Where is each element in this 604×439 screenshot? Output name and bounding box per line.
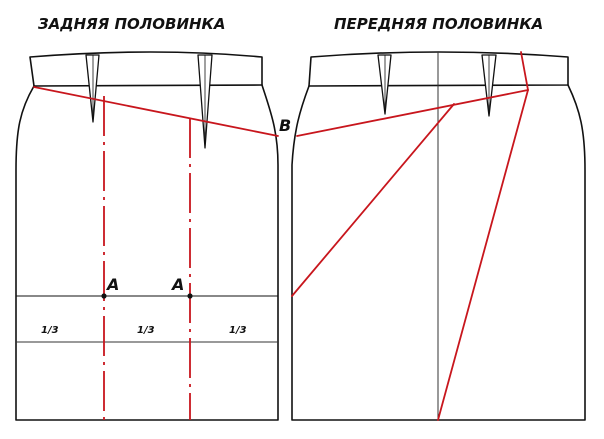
front-upper-short-line <box>520 51 529 91</box>
back-dart-left <box>85 54 100 123</box>
front-half-pattern <box>291 51 586 421</box>
point-b-label: B <box>279 116 291 135</box>
front-waist-to-b-line <box>296 89 529 137</box>
back-slanted-line <box>33 86 279 137</box>
front-dart-left <box>377 54 392 115</box>
point-a-left-marker <box>101 293 107 299</box>
front-waistband <box>308 51 569 87</box>
back-waistband <box>29 51 263 87</box>
back-half-pattern: A A 1/3 1/3 1/3 <box>15 51 279 421</box>
fraction-label-third: 1/3 <box>229 325 247 336</box>
fraction-label-second: 1/3 <box>137 325 155 336</box>
front-half-title: ПЕРЕДНЯЯ ПОЛОВИНКА <box>334 15 543 33</box>
front-side-diagonal-line <box>291 103 455 297</box>
front-long-diagonal-line <box>437 89 529 421</box>
point-a-right-marker <box>187 293 193 299</box>
back-skirt-outline <box>15 84 279 421</box>
point-a-right-label: A <box>170 275 184 294</box>
fraction-label-first: 1/3 <box>41 325 59 336</box>
back-half-title: ЗАДНЯЯ ПОЛОВИНКА <box>38 15 225 33</box>
point-a-left-label: A <box>105 275 119 294</box>
